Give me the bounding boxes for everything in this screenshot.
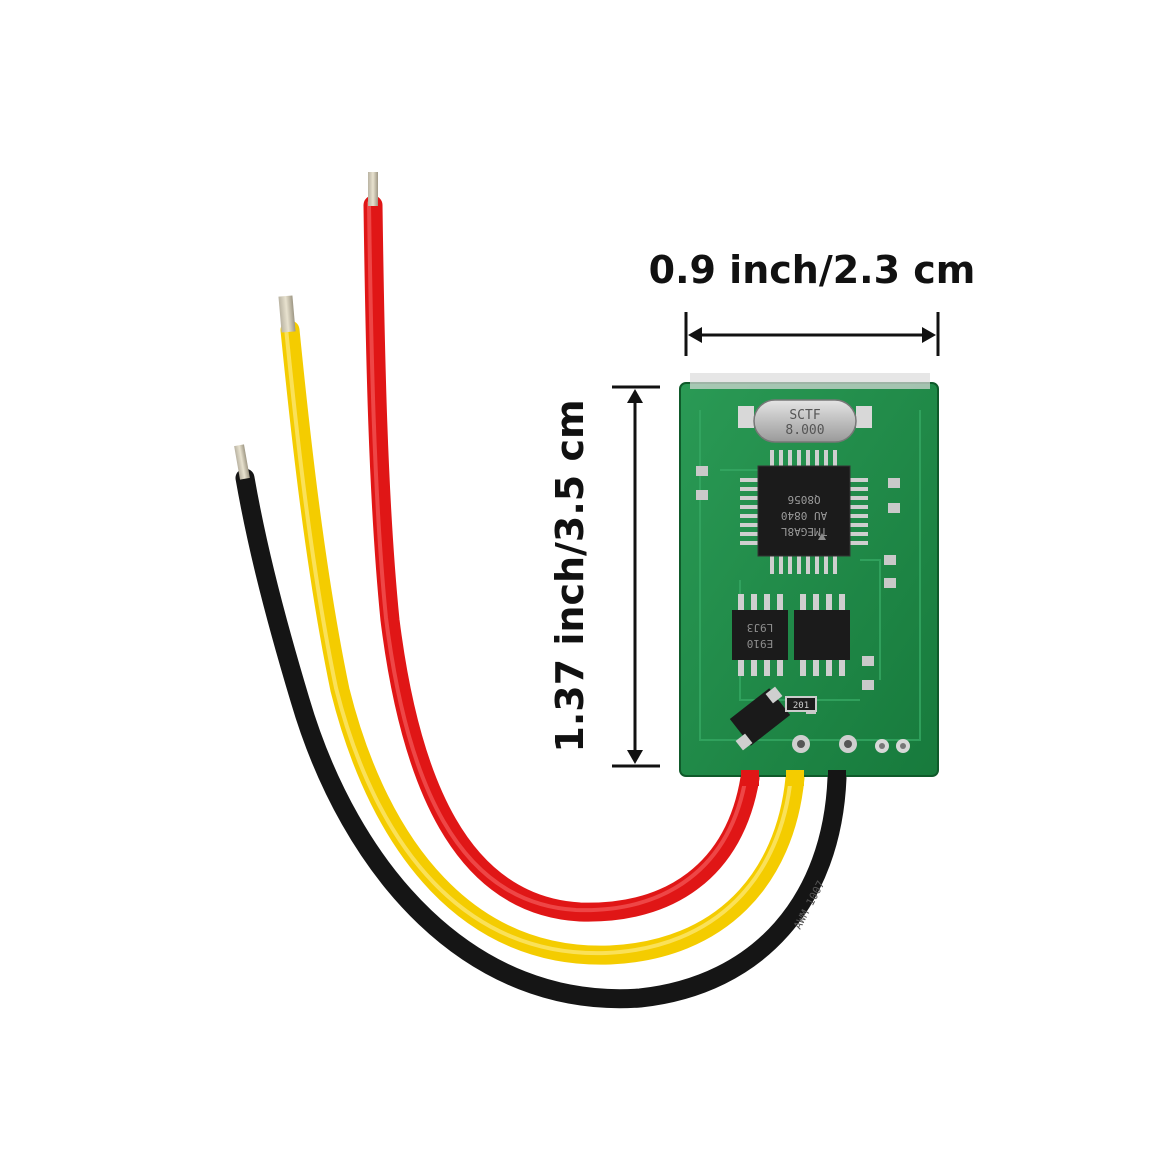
soic-chip-left: E910 L9J3 xyxy=(732,594,788,676)
resistor: 201 xyxy=(785,696,817,712)
chip-left-label-2: L9J3 xyxy=(747,621,774,634)
resistor-label: 201 xyxy=(793,701,809,711)
diode xyxy=(729,686,791,751)
pcb-board: SCTF 8.000 xyxy=(679,373,939,777)
black-wire-tip xyxy=(234,444,250,480)
soic-chip-right xyxy=(794,594,850,676)
chip-left-label-1: E910 xyxy=(747,637,774,650)
solder-holes xyxy=(792,735,910,753)
height-dimension: 1.37 inch/3.5 cm xyxy=(548,385,660,768)
width-dimension: 0.9 inch/2.3 cm xyxy=(649,248,976,356)
red-wire-tip xyxy=(368,172,378,206)
crystal-label-2: 8.000 xyxy=(785,423,824,438)
crystal-oscillator: SCTF 8.000 xyxy=(738,399,872,443)
black-wire xyxy=(235,468,847,1009)
height-label: 1.37 inch/3.5 cm xyxy=(548,399,592,752)
mcu-label-2: AU 0840 xyxy=(781,509,827,522)
crystal-label-1: SCTF xyxy=(789,408,820,423)
yellow-wire-tip xyxy=(278,295,296,333)
red-wire xyxy=(363,195,760,922)
width-label: 0.9 inch/2.3 cm xyxy=(649,248,976,292)
mcu-chip: TMEGA8L AU 0840 Q8056 xyxy=(740,450,868,574)
wires xyxy=(234,172,847,1009)
mcu-label-1: TMEGA8L xyxy=(780,525,827,538)
mcu-label-3: Q8056 xyxy=(787,493,820,506)
